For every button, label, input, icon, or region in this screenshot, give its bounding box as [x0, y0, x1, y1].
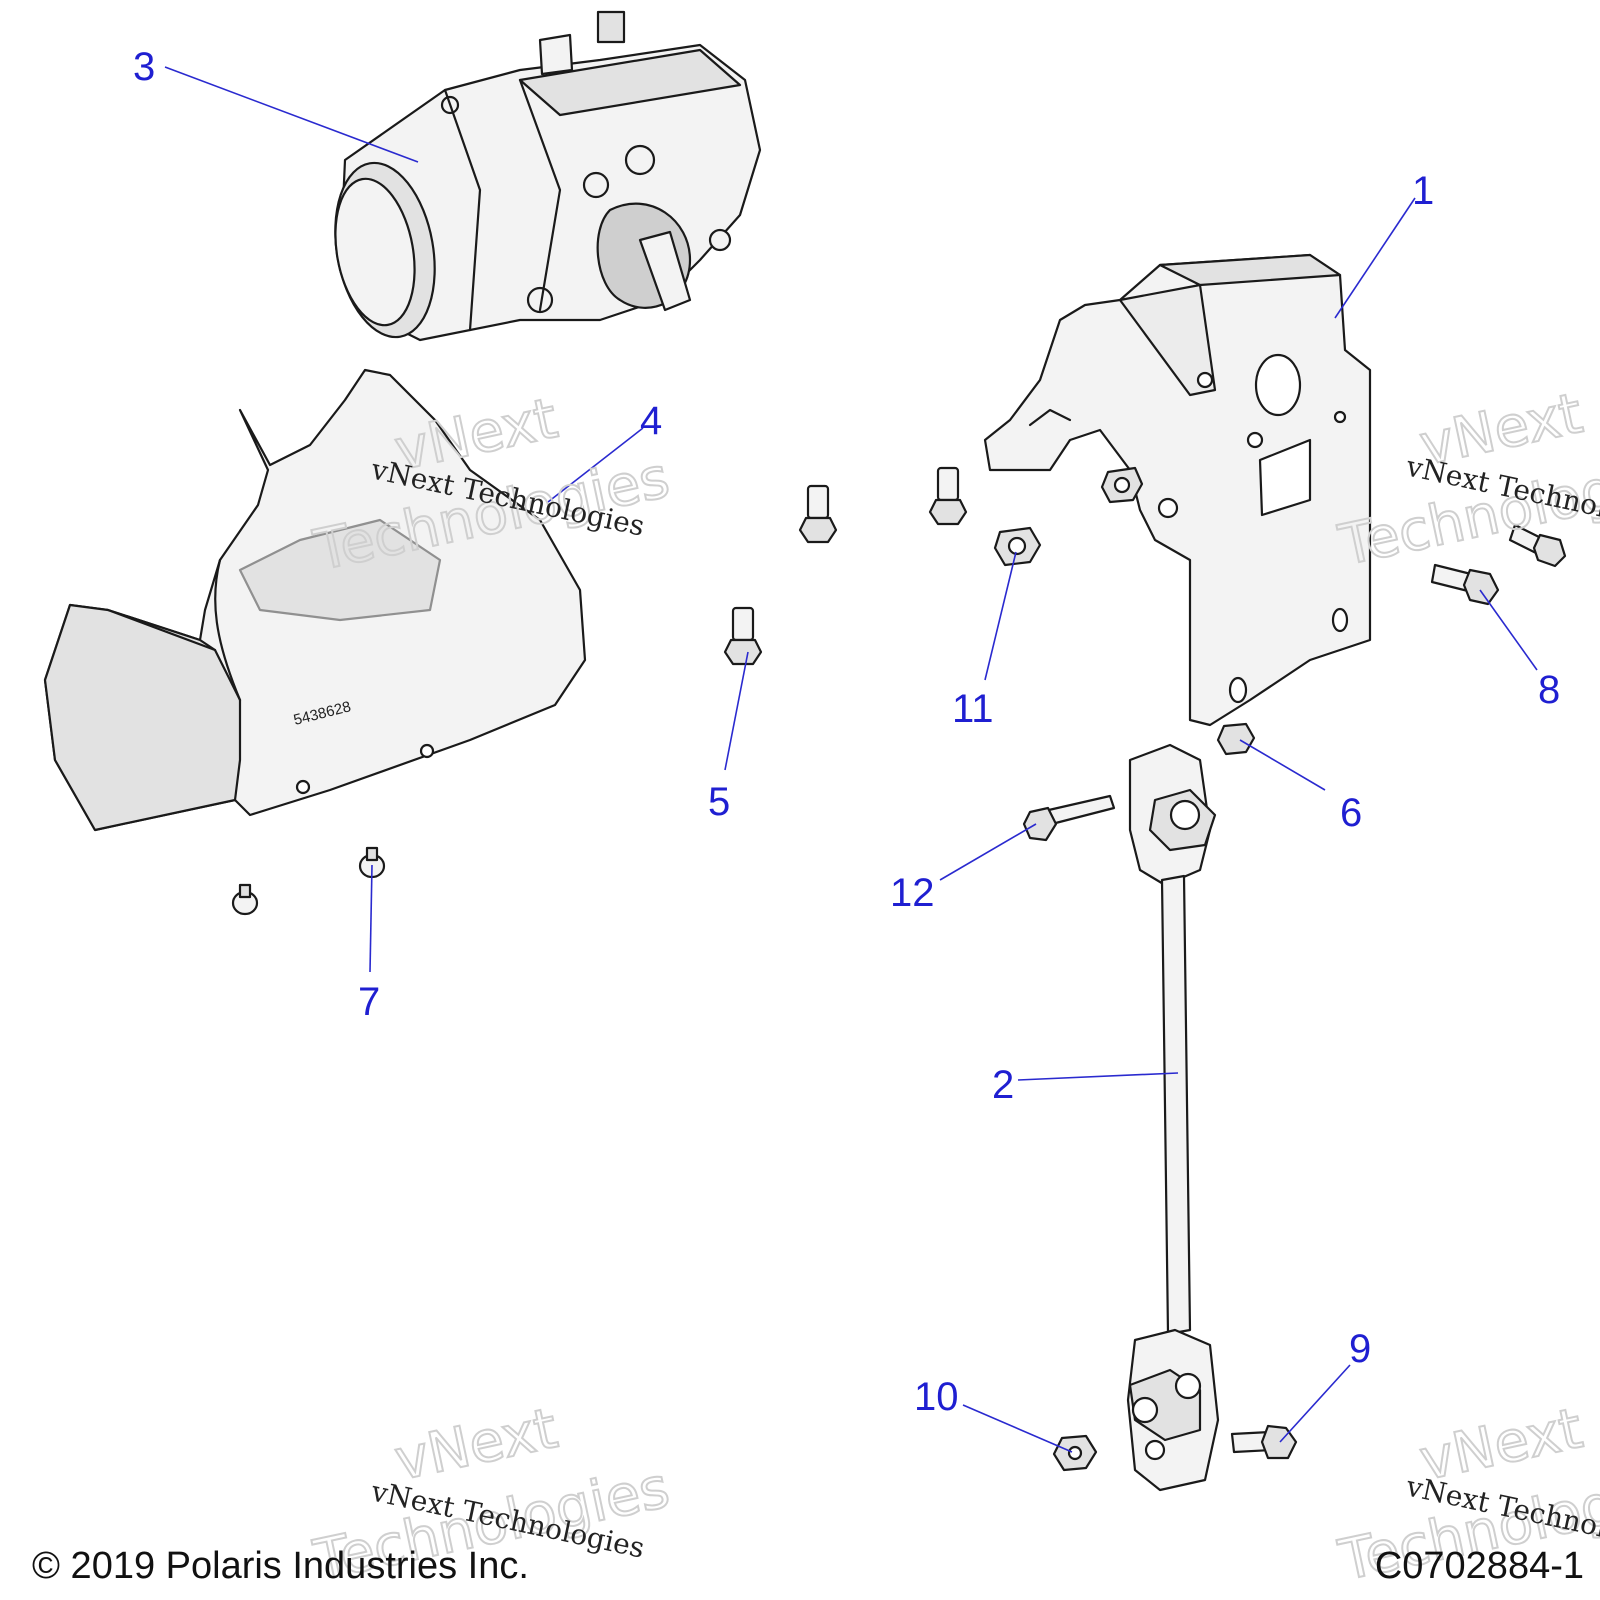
pin-7a: [231, 883, 259, 916]
callout-6: 6: [1340, 791, 1362, 835]
part-1-bracket: [983, 253, 1372, 727]
bolt-5c: [723, 606, 763, 666]
nut-11a: [993, 526, 1042, 567]
part-8-bolts: [1430, 523, 1567, 606]
part-10-nut: [1052, 1434, 1098, 1472]
callout-2: 2: [992, 1063, 1014, 1107]
callout-8: 8: [1538, 668, 1560, 712]
callout-4: 4: [640, 399, 662, 443]
callout-12: 12: [890, 871, 935, 915]
part-6-nut: [1216, 722, 1256, 756]
callout-7: 7: [358, 980, 380, 1024]
bolt-8b: [1508, 523, 1567, 568]
part-2-steering-shaft: [1126, 743, 1220, 1492]
callout-11: 11: [952, 687, 994, 731]
part-9-bolt: [1230, 1424, 1298, 1460]
callout-9: 9: [1349, 1327, 1371, 1371]
bolt-8a: [1430, 563, 1500, 606]
part-5-bolts: [723, 466, 968, 666]
callout-1: 1: [1412, 169, 1434, 213]
part-12-bolt: [1022, 794, 1116, 842]
figure-id: C0702884-1: [1375, 1545, 1584, 1587]
callout-10: 10: [914, 1375, 959, 1419]
part-11-nuts: [993, 466, 1144, 567]
nut-11b: [1100, 466, 1144, 504]
part-7-pins: [231, 846, 386, 916]
bolt-5b: [928, 466, 968, 526]
callout-5: 5: [708, 780, 730, 824]
callouts: 3 1 4 5 11 8 6 12 7 2 9 10: [133, 45, 1560, 1419]
part-3-steering-motor: [334, 10, 762, 342]
copyright-text: © 2019 Polaris Industries Inc.: [32, 1545, 529, 1587]
leader-lines: [164, 66, 1538, 1453]
callout-3: 3: [133, 45, 155, 89]
part-4-shield: 5438628: [43, 368, 587, 832]
watermark-big-line1: vNext: [389, 1396, 563, 1494]
bolt-5a: [798, 484, 838, 544]
